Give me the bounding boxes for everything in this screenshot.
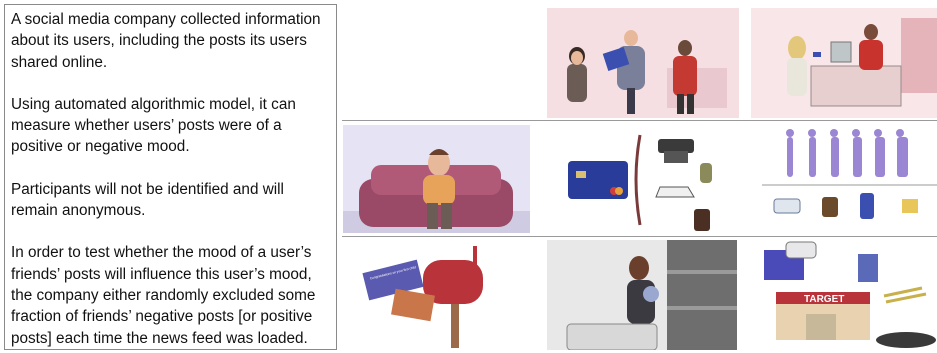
store-sign-text: TARGET [804,294,844,305]
illustration-man-on-sofa [343,125,530,233]
divider-bottom [342,236,937,237]
paragraph-algorithm: Using automated algorithmic model, it ca… [11,95,296,156]
paragraph-experiment: In order to test whether the mood of a u… [11,244,316,347]
illustration-pregnancy-products [762,125,937,233]
divider-top [342,120,937,121]
scenario-text-box: A social media company collected informa… [4,4,337,350]
paragraph-anonymity: Participants will not be identified and … [11,180,284,220]
illustration-baby-aisle [547,240,737,350]
paragraph-data-collection: A social media company collected informa… [11,11,321,71]
illustration-credit-card-purchases [560,125,736,233]
illustration-checkout [751,8,937,118]
illustration-mailbox-card: Congratulations on your first child [361,240,493,350]
illustration-people-talking [547,8,739,118]
illustration-store-products: TARGET [756,240,937,350]
